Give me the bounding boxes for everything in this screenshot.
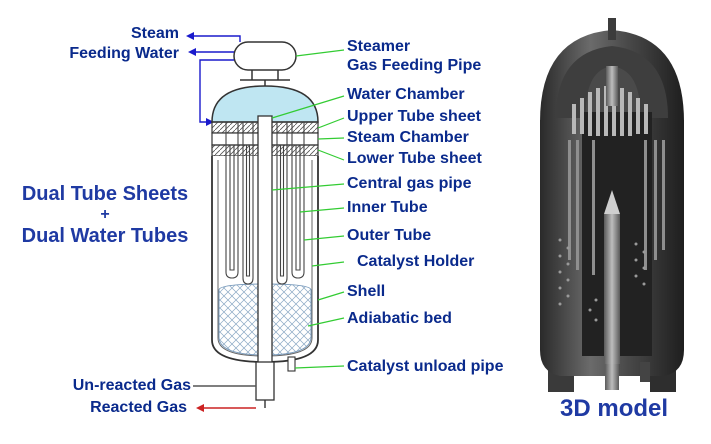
- steam-label: Steam: [130, 25, 179, 42]
- model-caption: 3D model: [560, 395, 669, 422]
- callout-steam-chamber: Steam Chamber: [347, 129, 469, 146]
- unreacted-gas-label: Un-reacted Gas: [72, 377, 191, 394]
- side-title-plus: +: [100, 206, 110, 223]
- callout-inner-tube: Inner Tube: [347, 199, 428, 216]
- callout-gas-feeding-pipe: Gas Feeding Pipe: [347, 57, 482, 74]
- side-title-line3: Dual Water Tubes: [21, 225, 189, 247]
- callout-lower-tube-sheet: Lower Tube sheet: [347, 150, 482, 167]
- callout-water-chamber: Water Chamber: [347, 86, 465, 103]
- callout-steamer: Steamer: [347, 38, 411, 55]
- callout-catalyst-holder: Catalyst Holder: [357, 253, 475, 270]
- gas-lines: [193, 385, 266, 412]
- callout-adiabatic-bed: Adiabatic bed: [347, 310, 452, 327]
- reacted-gas-label: Reacted Gas: [90, 399, 187, 416]
- feeding-water-label: Feeding Water: [69, 45, 179, 62]
- leader-lines: [271, 49, 345, 369]
- callout-upper-tube-sheet: Upper Tube sheet: [347, 108, 481, 125]
- callout-central-gas-pipe: Central gas pipe: [347, 175, 472, 192]
- steamer-drum: [233, 41, 297, 92]
- callout-shell: Shell: [347, 283, 386, 300]
- callout-outer-tube: Outer Tube: [347, 227, 432, 244]
- callout-catalyst-unload-pipe: Catalyst unload pipe: [347, 358, 504, 375]
- steam-lines: [186, 32, 241, 126]
- 3d-reactor-model: [540, 18, 684, 392]
- side-title: Dual Tube Sheets + Dual Water Tubes: [10, 182, 200, 248]
- reactor-vessel: [211, 85, 319, 401]
- side-title-line1: Dual Tube Sheets: [21, 183, 189, 205]
